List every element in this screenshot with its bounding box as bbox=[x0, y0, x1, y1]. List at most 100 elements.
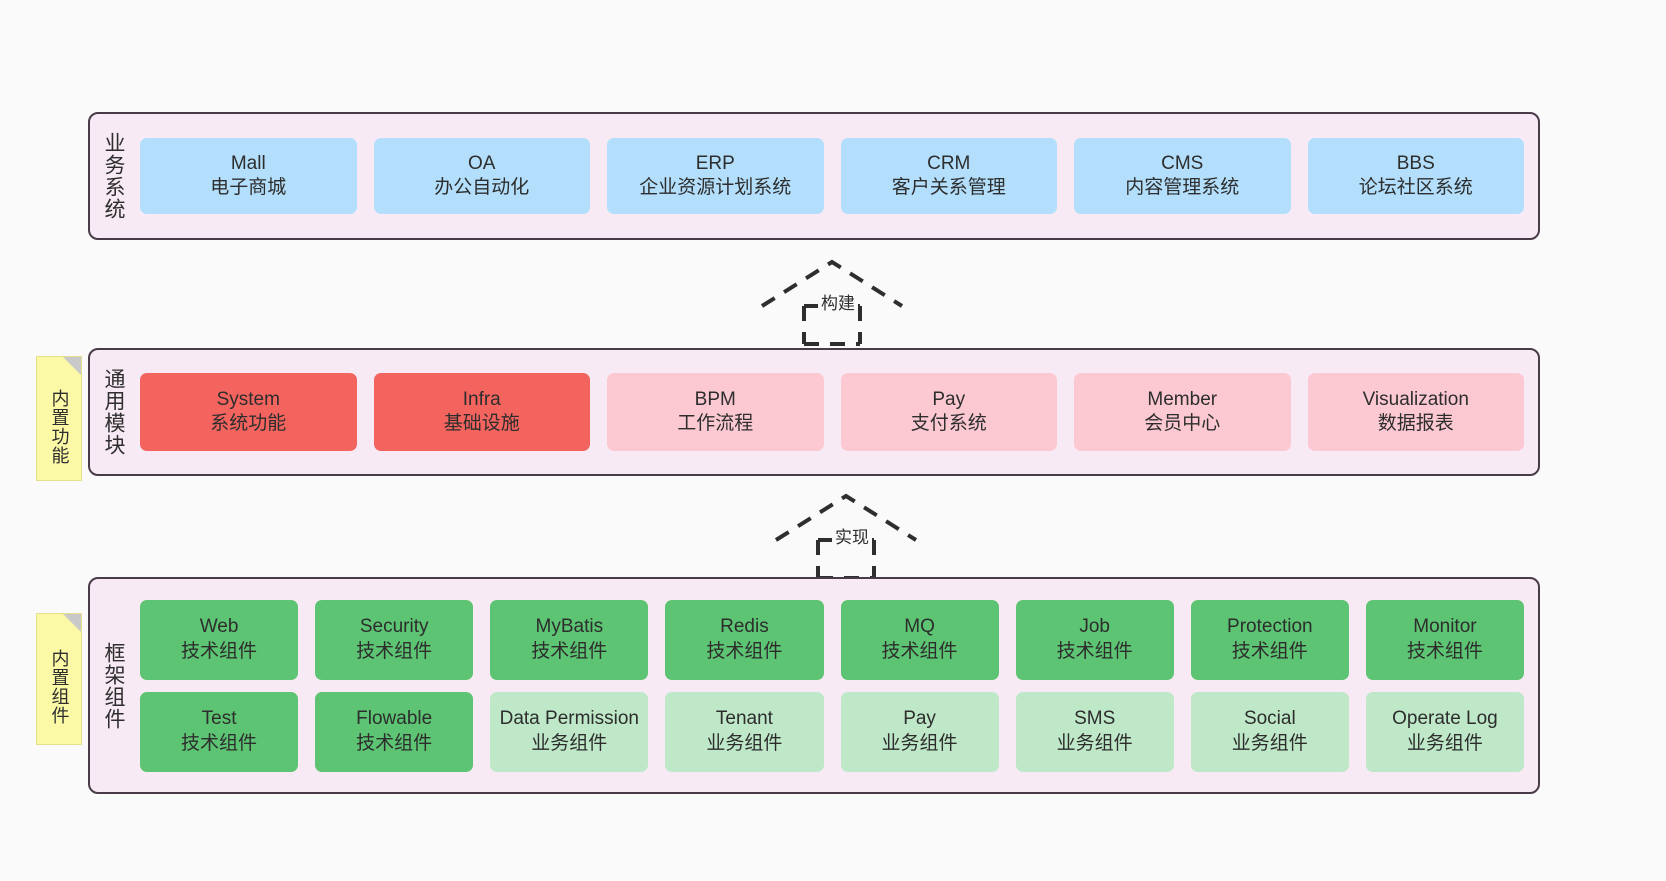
card-title-cn: 基础设施 bbox=[443, 413, 520, 434]
note-fold-corner-icon bbox=[63, 614, 81, 632]
card-title-en: Job bbox=[1079, 616, 1110, 638]
card-job[interactable]: Job 技术组件 bbox=[1015, 599, 1174, 680]
card-title-en: Pay bbox=[932, 388, 966, 410]
card-title-en: Monitor bbox=[1413, 616, 1477, 638]
card-title-en: Operate Log bbox=[1392, 708, 1498, 730]
card-title-cn: 业务组件 bbox=[1406, 732, 1483, 754]
card-cms[interactable]: CMS 内容管理系统 bbox=[1074, 138, 1291, 214]
card-title-en: Pay bbox=[903, 708, 936, 730]
card-mq[interactable]: MQ 技术组件 bbox=[840, 599, 999, 680]
card-title-en: System bbox=[216, 388, 280, 410]
layer-common-modules: 通用模块 System 系统功能 Infra 基础设施 BPM 工作流程 Pay… bbox=[88, 348, 1540, 476]
card-social[interactable]: Social 业务组件 bbox=[1190, 691, 1349, 772]
card-data-permission[interactable]: Data Permission 业务组件 bbox=[490, 691, 649, 772]
card-title-en: CRM bbox=[927, 152, 971, 174]
card-title-en: Social bbox=[1243, 708, 1296, 730]
connector-implement-label: 实现 bbox=[832, 523, 872, 548]
layer-title-business: 业务系统 bbox=[101, 132, 125, 220]
card-title-cn: 技术组件 bbox=[706, 640, 783, 662]
card-title-en: MQ bbox=[904, 616, 935, 638]
card-tenant[interactable]: Tenant 业务组件 bbox=[665, 691, 824, 772]
layer-framework-components: 框架组件 Web 技术组件 Security 技术组件 MyBatis 技术组件… bbox=[88, 577, 1540, 794]
card-title-en: Infra bbox=[462, 388, 501, 410]
card-title-en: OA bbox=[468, 152, 496, 174]
card-title-cn: 企业资源计划系统 bbox=[639, 177, 792, 198]
card-title-en: Member bbox=[1147, 388, 1218, 410]
note-fold-corner-icon bbox=[63, 357, 81, 375]
card-monitor[interactable]: Monitor 技术组件 bbox=[1365, 599, 1524, 680]
card-title-cn: 业务组件 bbox=[706, 732, 783, 754]
card-infra[interactable]: Infra 基础设施 bbox=[373, 373, 590, 451]
card-operate-log[interactable]: Operate Log 业务组件 bbox=[1365, 691, 1524, 772]
layer-title-framework: 框架组件 bbox=[101, 641, 125, 730]
card-title-cn: 论坛社区系统 bbox=[1358, 177, 1473, 198]
card-title-cn: 会员中心 bbox=[1144, 413, 1221, 434]
connector-implement-arrow bbox=[774, 493, 918, 580]
layer-business-systems: 业务系统 Mall 电子商城 OA 办公自动化 ERP 企业资源计划系统 CRM… bbox=[88, 112, 1540, 240]
card-mall[interactable]: Mall 电子商城 bbox=[140, 138, 357, 214]
card-row: Mall 电子商城 OA 办公自动化 ERP 企业资源计划系统 CRM 客户关系… bbox=[140, 138, 1524, 214]
layer-body-business: Mall 电子商城 OA 办公自动化 ERP 企业资源计划系统 CRM 客户关系… bbox=[136, 114, 1538, 238]
card-title-en: SMS bbox=[1074, 708, 1116, 730]
card-title-cn: 数据报表 bbox=[1377, 413, 1454, 434]
card-erp[interactable]: ERP 企业资源计划系统 bbox=[607, 138, 824, 214]
card-title-en: BPM bbox=[694, 388, 736, 410]
card-title-en: MyBatis bbox=[535, 616, 604, 638]
card-row: System 系统功能 Infra 基础设施 BPM 工作流程 Pay 支付系统… bbox=[140, 373, 1524, 451]
card-flowable[interactable]: Flowable 技术组件 bbox=[315, 691, 474, 772]
layer-body-framework: Web 技术组件 Security 技术组件 MyBatis 技术组件 Redi… bbox=[136, 579, 1538, 792]
card-title-en: Tenant bbox=[715, 708, 773, 730]
generalization-triangle-icon bbox=[774, 493, 918, 542]
generalization-triangle-icon bbox=[760, 259, 904, 308]
card-security[interactable]: Security 技术组件 bbox=[315, 599, 474, 680]
card-title-cn: 技术组件 bbox=[356, 732, 433, 754]
card-title-cn: 业务组件 bbox=[1056, 732, 1133, 754]
card-pay-module[interactable]: Pay 支付系统 bbox=[840, 373, 1057, 451]
card-title-cn: 技术组件 bbox=[181, 640, 258, 662]
card-mybatis[interactable]: MyBatis 技术组件 bbox=[490, 599, 649, 680]
card-title-en: Test bbox=[201, 708, 237, 730]
card-title-cn: 工作流程 bbox=[677, 413, 754, 434]
card-title-cn: 业务组件 bbox=[881, 732, 958, 754]
card-bbs[interactable]: BBS 论坛社区系统 bbox=[1307, 138, 1524, 214]
card-oa[interactable]: OA 办公自动化 bbox=[373, 138, 590, 214]
card-system[interactable]: System 系统功能 bbox=[140, 373, 357, 451]
card-protection[interactable]: Protection 技术组件 bbox=[1190, 599, 1349, 680]
card-bpm[interactable]: BPM 工作流程 bbox=[607, 373, 824, 451]
connector-build-arrow bbox=[760, 259, 904, 346]
card-crm[interactable]: CRM 客户关系管理 bbox=[840, 138, 1057, 214]
note-builtin-component: 内置组件 bbox=[36, 613, 82, 745]
card-title-cn: 技术组件 bbox=[356, 640, 433, 662]
card-title-cn: 技术组件 bbox=[531, 640, 608, 662]
card-title-cn: 技术组件 bbox=[881, 640, 958, 662]
card-redis[interactable]: Redis 技术组件 bbox=[665, 599, 824, 680]
card-title-cn: 技术组件 bbox=[1056, 640, 1133, 662]
card-title-cn: 电子商城 bbox=[210, 177, 287, 198]
card-title-cn: 业务组件 bbox=[531, 732, 608, 754]
card-title-en: Redis bbox=[720, 616, 769, 638]
card-visualization[interactable]: Visualization 数据报表 bbox=[1307, 373, 1524, 451]
card-pay-component[interactable]: Pay 业务组件 bbox=[840, 691, 999, 772]
card-title-en: Flowable bbox=[356, 708, 433, 730]
note-label: 内置组件 bbox=[49, 649, 70, 725]
card-title-en: Security bbox=[359, 616, 429, 638]
card-title-cn: 技术组件 bbox=[181, 732, 258, 754]
card-sms[interactable]: SMS 业务组件 bbox=[1015, 691, 1174, 772]
card-title-cn: 技术组件 bbox=[1231, 640, 1308, 662]
card-title-cn: 技术组件 bbox=[1406, 640, 1483, 662]
card-title-cn: 业务组件 bbox=[1231, 732, 1308, 754]
card-title-cn: 内容管理系统 bbox=[1125, 177, 1240, 198]
card-title-cn: 客户关系管理 bbox=[891, 177, 1006, 198]
card-member[interactable]: Member 会员中心 bbox=[1074, 373, 1291, 451]
card-test[interactable]: Test 技术组件 bbox=[140, 691, 299, 772]
connector-implement: 实现 bbox=[772, 492, 922, 580]
card-title-en: CMS bbox=[1161, 152, 1204, 174]
card-title-cn: 办公自动化 bbox=[434, 177, 530, 198]
layer-body-common: System 系统功能 Infra 基础设施 BPM 工作流程 Pay 支付系统… bbox=[136, 350, 1538, 474]
card-title-cn: 系统功能 bbox=[210, 413, 287, 434]
card-title-en: Data Permission bbox=[499, 708, 639, 730]
card-web[interactable]: Web 技术组件 bbox=[140, 599, 299, 680]
card-title-en: Protection bbox=[1227, 616, 1313, 638]
card-title-en: ERP bbox=[695, 152, 735, 174]
